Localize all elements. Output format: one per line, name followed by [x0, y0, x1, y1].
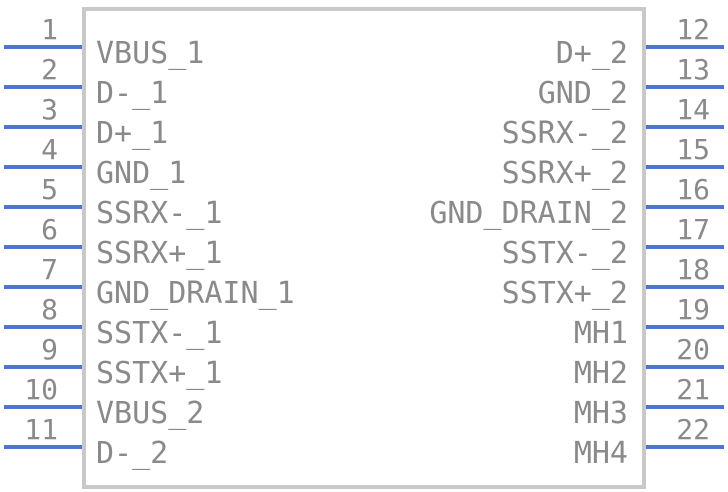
pin-2-number: 2 [41, 53, 58, 86]
pin-2-name: D-_1 [96, 76, 168, 111]
pin-8-name: SSTX-_1 [96, 316, 222, 351]
pin-10-number: 10 [24, 373, 58, 406]
pin-17-number: 17 [676, 213, 710, 246]
pin-4-name: GND_1 [96, 156, 186, 191]
pin-7-name: GND_DRAIN_1 [96, 276, 295, 311]
pin-16-name: GND_DRAIN_2 [429, 196, 628, 231]
pin-5-number: 5 [41, 173, 58, 206]
pin-3-name: D+_1 [96, 116, 168, 151]
pin-15-number: 15 [676, 133, 710, 166]
pin-9-name: SSTX+_1 [96, 356, 222, 391]
pin-19-number: 19 [676, 293, 710, 326]
pin-1-name: VBUS_1 [96, 36, 204, 71]
pin-19-name: MH1 [574, 316, 628, 351]
pin-15-name: SSRX+_2 [502, 156, 628, 191]
pin-11-number: 11 [24, 413, 58, 446]
pin-20-number: 20 [676, 333, 710, 366]
pin-14-number: 14 [676, 93, 710, 126]
pin-1-number: 1 [41, 13, 58, 46]
pin-4-number: 4 [41, 133, 58, 166]
pin-6-name: SSRX+_1 [96, 236, 222, 271]
pin-18-name: SSTX+_2 [502, 276, 628, 311]
pin-18-number: 18 [676, 253, 710, 286]
pin-22-name: MH4 [574, 436, 628, 471]
pin-13-name: GND_2 [538, 76, 628, 111]
pin-20-name: MH2 [574, 356, 628, 391]
pin-21-name: MH3 [574, 396, 628, 431]
pin-8-number: 8 [41, 293, 58, 326]
pin-12-name: D+_2 [556, 36, 628, 71]
pin-9-number: 9 [41, 333, 58, 366]
pin-7-number: 7 [41, 253, 58, 286]
component-body [82, 7, 646, 489]
pin-14-name: SSRX-_2 [502, 116, 628, 151]
pin-11-name: D-_2 [96, 436, 168, 471]
pin-16-number: 16 [676, 173, 710, 206]
pin-10-name: VBUS_2 [96, 396, 204, 431]
pin-22-number: 22 [676, 413, 710, 446]
pin-5-name: SSRX-_1 [96, 196, 222, 231]
pin-17-name: SSTX-_2 [502, 236, 628, 271]
pin-13-number: 13 [676, 53, 710, 86]
pin-3-number: 3 [41, 93, 58, 126]
pin-21-number: 21 [676, 373, 710, 406]
pin-12-number: 12 [676, 13, 710, 46]
pin-6-number: 6 [41, 213, 58, 246]
